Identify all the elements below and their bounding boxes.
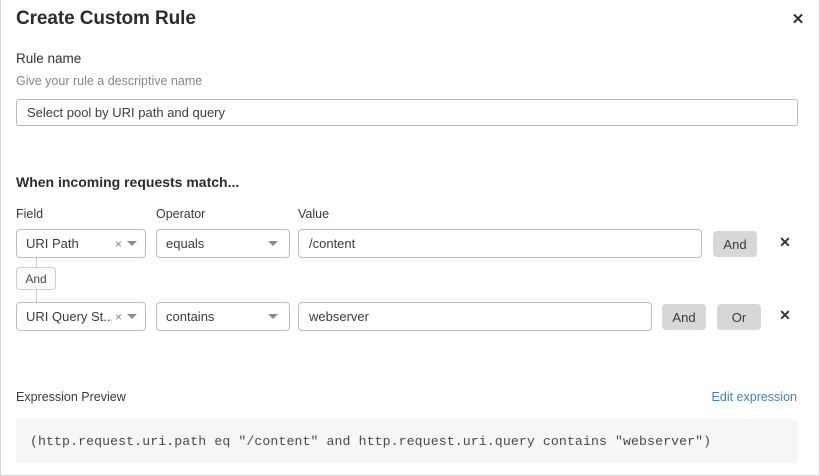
- expression-preview-text: (http.request.uri.path eq "/content" and…: [30, 433, 712, 449]
- column-header-value: Value: [298, 207, 330, 221]
- value-input[interactable]: [298, 302, 652, 331]
- value-input[interactable]: [298, 229, 702, 258]
- group-logic-chip[interactable]: And: [16, 267, 56, 290]
- rule-name-help-text: Give your rule a descriptive name: [16, 74, 203, 88]
- field-select-value: URI Path: [26, 236, 79, 251]
- chevron-down-icon[interactable]: [127, 312, 137, 321]
- field-select-value: URI Query St...: [26, 309, 112, 324]
- column-header-operator: Operator: [156, 207, 206, 221]
- operator-select[interactable]: equals: [156, 229, 290, 258]
- field-select[interactable]: URI Query St... ×: [16, 302, 146, 331]
- chevron-down-icon[interactable]: [127, 239, 137, 248]
- operator-select-value: contains: [166, 309, 215, 324]
- chevron-down-icon[interactable]: [268, 239, 278, 248]
- expression-preview-box: (http.request.uri.path eq "/content" and…: [16, 419, 798, 463]
- rule-name-input[interactable]: [16, 99, 798, 126]
- edit-expression-link[interactable]: Edit expression: [711, 390, 797, 404]
- chevron-down-icon[interactable]: [268, 312, 278, 321]
- clear-icon[interactable]: ×: [114, 236, 122, 251]
- operator-select-value: equals: [166, 236, 205, 251]
- or-button[interactable]: Or: [717, 304, 761, 330]
- expression-preview-label: Expression Preview: [16, 390, 126, 404]
- delete-row-icon[interactable]: ✕: [779, 234, 791, 250]
- operator-select[interactable]: contains: [156, 302, 290, 331]
- page-title: Create Custom Rule: [16, 8, 196, 29]
- and-button[interactable]: And: [713, 231, 757, 257]
- match-section-heading: When incoming requests match...: [16, 174, 240, 190]
- close-icon[interactable]: ✕: [791, 10, 805, 28]
- delete-row-icon[interactable]: ✕: [779, 307, 791, 323]
- rule-name-label: Rule name: [16, 51, 82, 66]
- field-select[interactable]: URI Path ×: [16, 229, 146, 258]
- clear-icon[interactable]: ×: [114, 309, 122, 324]
- column-header-field: Field: [16, 207, 44, 221]
- and-button[interactable]: And: [662, 304, 706, 330]
